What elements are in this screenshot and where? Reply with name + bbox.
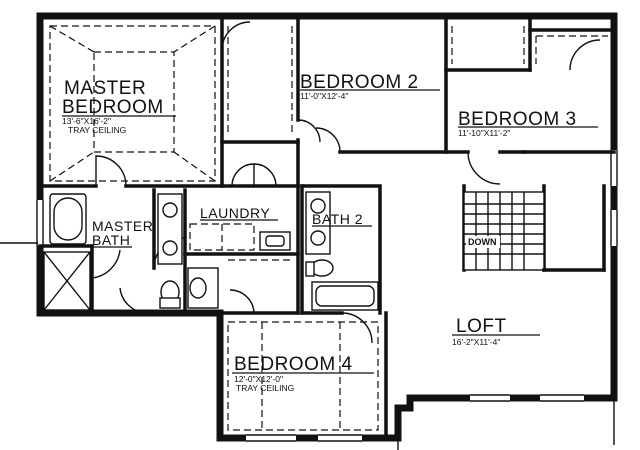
loft-dims: 16'-2"X11'-4" bbox=[452, 337, 500, 347]
bedroom2-dims: 11'-0"X12'-4" bbox=[300, 91, 348, 101]
tray-ceiling-master bbox=[49, 25, 216, 182]
bedroom2-name: BEDROOM 2 bbox=[300, 72, 419, 93]
bath2-name: BATH 2 bbox=[312, 211, 363, 227]
label-master-bedroom: MASTER BEDROOM 13'-6"X16'-2" TRAY CEILIN… bbox=[62, 78, 176, 135]
stair-label: DOWN bbox=[468, 237, 497, 247]
interior-walls bbox=[38, 14, 616, 440]
bedroom3-name: BEDROOM 3 bbox=[458, 109, 577, 130]
label-bath2: BATH 2 bbox=[312, 211, 372, 227]
bedroom4-note: TRAY CEILING bbox=[236, 383, 294, 393]
bedroom4-name: BEDROOM 4 bbox=[234, 354, 353, 375]
master-bedroom-name-line1: MASTER bbox=[64, 78, 146, 99]
master-bedroom-dims: 13'-6"X16'-2" bbox=[62, 116, 111, 126]
label-bedroom4: BEDROOM 4 12'-0"X12'-0" TRAY CEILING bbox=[232, 354, 374, 393]
master-bath-name-line1: MASTER bbox=[92, 218, 153, 234]
bath2-fixtures bbox=[305, 191, 379, 311]
label-laundry: LAUNDRY bbox=[200, 205, 278, 221]
master-bedroom-name-line2: BEDROOM bbox=[62, 97, 164, 118]
bedroom4-dims: 12'-0"X12'-0" bbox=[234, 374, 283, 384]
stair bbox=[463, 191, 606, 272]
master-bath-name-line2: BATH bbox=[92, 232, 130, 248]
label-bedroom2: BEDROOM 2 11'-0"X12'-4" bbox=[300, 72, 440, 101]
laundry-name: LAUNDRY bbox=[200, 205, 270, 221]
label-master-bath: MASTER BATH bbox=[92, 218, 153, 248]
master-bedroom-note: TRAY CEILING bbox=[68, 125, 126, 135]
bedroom4-closet-fixture bbox=[187, 267, 219, 309]
label-bedroom3: BEDROOM 3 11'-10"X11'-2" bbox=[458, 109, 598, 138]
loft-name: LOFT bbox=[456, 316, 507, 337]
label-stair: DOWN bbox=[468, 237, 497, 247]
closet-dashes bbox=[227, 26, 608, 261]
exterior-stubs bbox=[0, 242, 615, 450]
doors bbox=[91, 21, 601, 344]
master-bath-fixtures bbox=[43, 193, 183, 311]
label-loft: LOFT 16'-2"X11'-4" bbox=[452, 316, 540, 347]
bedroom3-dims: 11'-10"X11'-2" bbox=[458, 128, 510, 138]
laundry-fixtures bbox=[189, 223, 291, 251]
exterior-openings bbox=[34, 150, 620, 444]
tray-ceiling-bedroom4 bbox=[227, 321, 379, 431]
